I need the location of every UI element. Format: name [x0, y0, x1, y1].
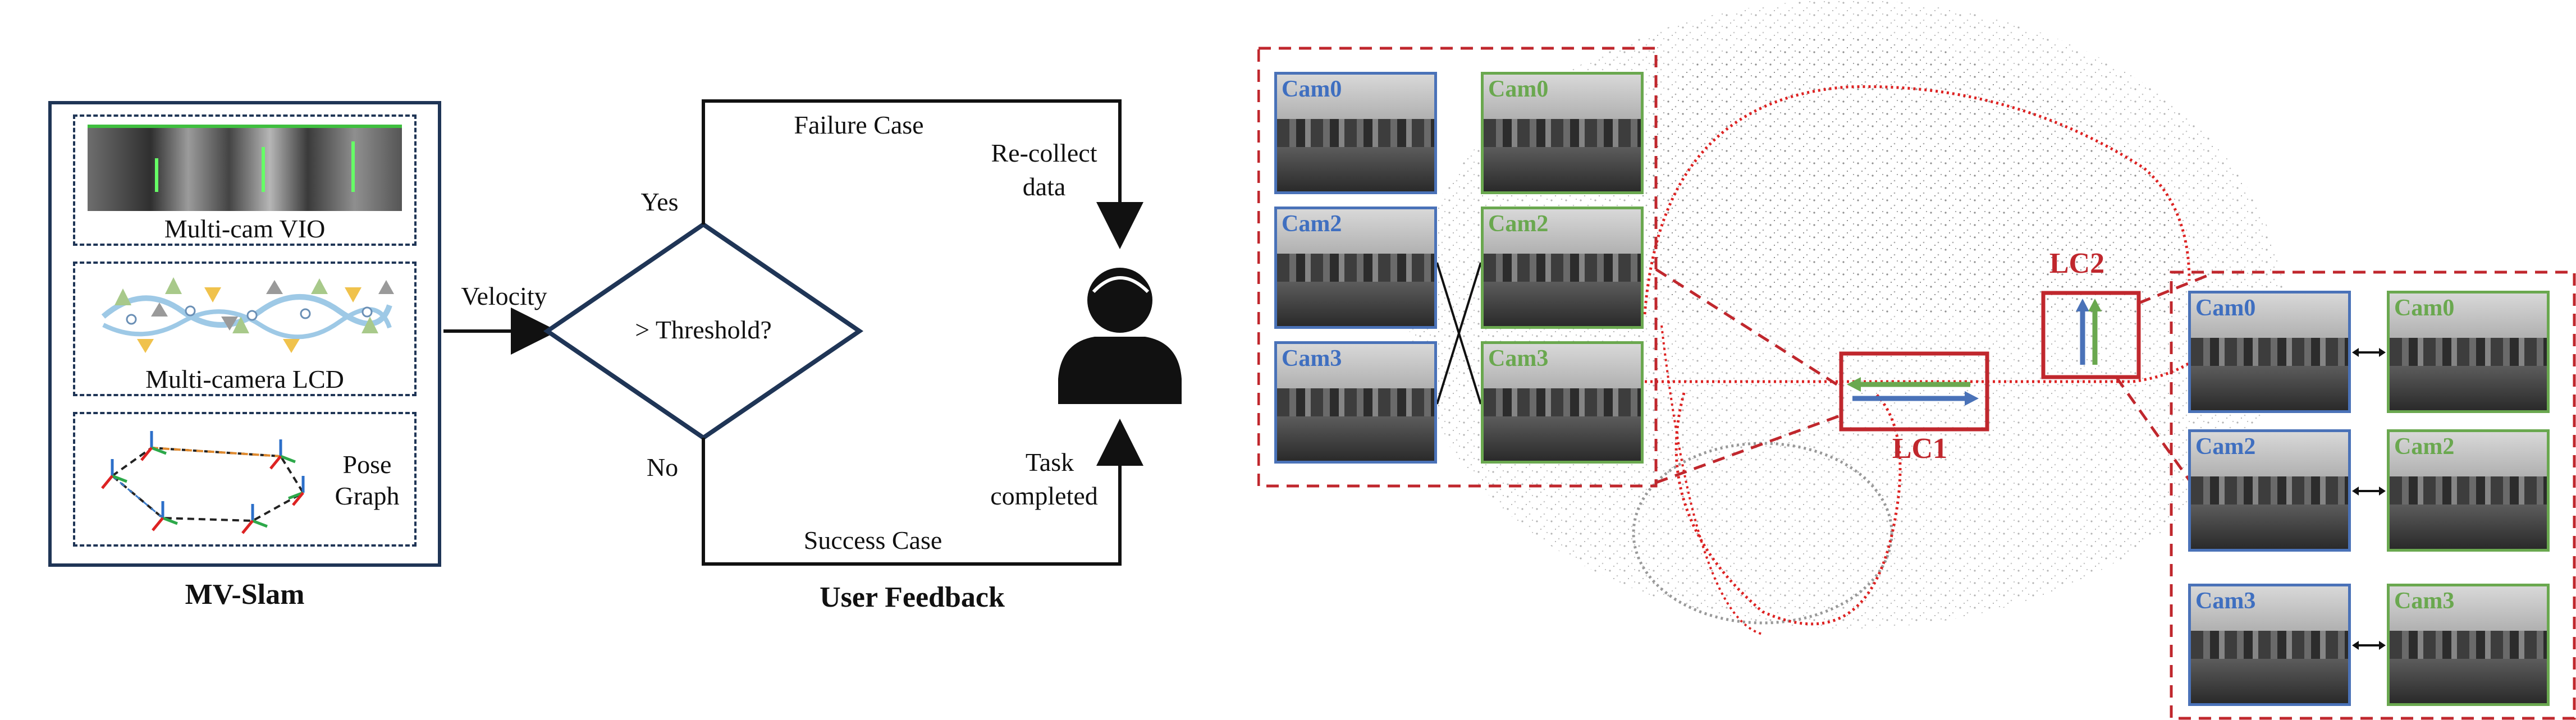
pose-graph-icon	[101, 431, 305, 534]
lc2-box	[2041, 291, 2141, 379]
vio-camera-strip	[88, 125, 402, 211]
left-cam-group	[1257, 47, 1658, 488]
failure-case-label: Failure Case	[794, 111, 924, 139]
left-cam0-green: Cam0	[1481, 72, 1644, 194]
left-cam3-green: Cam3	[1481, 341, 1644, 464]
right-cam2-blue: Cam2	[2188, 429, 2351, 552]
cam-label: Cam3	[1282, 346, 1342, 372]
cam-label: Cam2	[1488, 211, 1549, 237]
lc2-label: LC2	[2049, 247, 2105, 279]
vio-module: Multi-cam VIO	[73, 114, 417, 246]
cam-label: Cam0	[1282, 76, 1342, 102]
yes-label: Yes	[640, 187, 679, 216]
lc1-box	[1839, 351, 1989, 432]
task-label-line2: completed	[990, 481, 1098, 510]
right-cam0-green: Cam0	[2387, 291, 2550, 413]
left-cam2-green: Cam2	[1481, 207, 1644, 329]
pose-graph-label-line2: Graph	[335, 481, 400, 510]
recollect-label-line2: data	[1022, 172, 1066, 201]
flow-connectors	[443, 99, 1182, 566]
right-cam2-green: Cam2	[2387, 429, 2550, 552]
success-case-label: Success Case	[803, 526, 942, 554]
lc1-label: LC1	[1892, 433, 1948, 465]
no-label: No	[646, 453, 679, 481]
pose-graph-label-line1: Pose	[342, 450, 392, 479]
right-cam0-blue: Cam0	[2188, 291, 2351, 413]
user-feedback-title: User Feedback	[820, 581, 1005, 613]
left-cam2-blue: Cam2	[1274, 207, 1437, 329]
right-cam3-green: Cam3	[2387, 584, 2550, 706]
cam-label: Cam3	[2394, 588, 2455, 614]
cam-label: Cam2	[1282, 211, 1342, 237]
recollect-label-line1: Re-collect	[991, 139, 1097, 167]
right-cam3-blue: Cam3	[2188, 584, 2351, 706]
decision-label: > Threshold?	[635, 315, 772, 344]
vio-label: Multi-cam VIO	[164, 214, 326, 243]
cam-label: Cam3	[1488, 346, 1549, 372]
cam-label: Cam2	[2394, 434, 2455, 460]
trajectory-map	[1257, 0, 2576, 720]
task-label-line1: Task	[1025, 448, 1074, 476]
mv-slam-panel	[48, 101, 441, 567]
cam-label: Cam0	[2195, 295, 2256, 321]
cam-label: Cam2	[2195, 434, 2256, 460]
decision-diamond	[543, 222, 864, 441]
left-cam3-blue: Cam3	[1274, 341, 1437, 464]
cam-label: Cam3	[2195, 588, 2256, 614]
mv-slam-title: MV-Slam	[185, 579, 305, 611]
user-silhouette-icon	[1058, 268, 1182, 404]
cam-label: Cam0	[1488, 76, 1549, 102]
pose-graph-module: Pose Graph	[73, 412, 417, 547]
right-cam-group	[2170, 270, 2576, 720]
lcd-module: Multi-camera LCD	[73, 262, 417, 396]
left-cam0-blue: Cam0	[1274, 72, 1437, 194]
lcd-network-icon	[101, 277, 394, 353]
velocity-label: Velocity	[461, 282, 547, 310]
cam-label: Cam0	[2394, 295, 2455, 321]
lcd-label: Multi-camera LCD	[145, 365, 344, 393]
